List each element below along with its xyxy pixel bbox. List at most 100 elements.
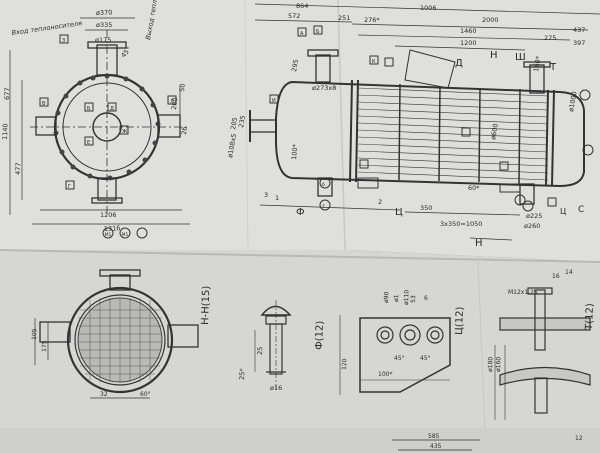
label-s: С (578, 205, 584, 215)
label-z: З (62, 38, 65, 44)
dim-bottom-2: 1316 (104, 224, 121, 233)
shell-flange-left-2 (355, 79, 359, 183)
detail-ts-text: Ц(12) ø90 ø1 ø110 53 6 45° 45° 100* 120 (341, 290, 466, 378)
end-view-left-pipe (35, 116, 57, 136)
section-hh-tube-pattern (78, 298, 162, 382)
side-view-text: 864 1006 572 251 276* 2000 1460 1200 275… (226, 2, 585, 249)
detail-t-dim-5: 14 (565, 269, 573, 276)
detail-ts-dim-8: 100* (378, 371, 392, 378)
detail-ts-dim-5: 6 (424, 295, 428, 302)
dim-1006: 1006 (420, 4, 437, 12)
detail-ts (339, 315, 451, 395)
detail-t-title: Т(12) (584, 303, 596, 331)
leader-3: 3 (264, 191, 268, 199)
detail-ts-dim-7: 45° (420, 355, 431, 362)
dim-864: 864 (296, 2, 308, 10)
end-view-bottom-flange (91, 197, 123, 204)
dim-572: 572 (288, 12, 300, 20)
detail-ts-plate (359, 317, 451, 393)
dim-205: 205 (229, 117, 239, 131)
leader-7: 7 (322, 204, 325, 210)
dim-2000: 2000 (482, 16, 499, 24)
footer-dim-1: 585 (428, 433, 440, 440)
detail-t-dim-4: 16 (552, 273, 560, 280)
label-k: К (372, 59, 376, 65)
detail-t-dim-3: ø180 (487, 357, 495, 373)
dim-275: 275 (544, 34, 556, 42)
label-g: Г (68, 184, 71, 190)
detail-t-text: Т(12) M12х1,25 ø160 ø180 16 14 12 (487, 269, 596, 442)
paper-fold-horizontal (0, 249, 600, 263)
section-hh-text: Н-Н(15) 105 175 32 60° (31, 285, 212, 398)
detail-ts-dim-6: 45° (394, 355, 405, 362)
dim-right-3: 26 (180, 126, 189, 135)
label-m1-2: М1 (122, 232, 129, 238)
leader-6: 6 (322, 182, 325, 188)
dim-d260: ø260 (524, 222, 540, 230)
dim-bottom-1: 1206 (100, 211, 117, 219)
label-zh: Ж (122, 129, 128, 135)
leader-2: 2 (378, 198, 382, 206)
label-l: Л (170, 99, 174, 105)
dim-left-3: 477 (14, 162, 22, 175)
dia-1000: ø1000 (567, 91, 578, 113)
detail-f-dim-2: ø16 (270, 384, 282, 392)
dim-397: 397 (573, 39, 585, 47)
dim-276: 276* (364, 16, 380, 24)
section-hh-dim-4: 60° (140, 391, 151, 398)
dim-3x350: 3х350=1050 (440, 220, 482, 228)
shell-flange-left (349, 79, 353, 183)
label-n: Н (490, 50, 498, 61)
label-m1: М1 (105, 232, 112, 238)
detail-f-dim-3: 25 (256, 347, 264, 356)
dim-1460: 1460 (460, 27, 477, 35)
section-hh (34, 269, 199, 399)
end-view-right-pipe (157, 114, 181, 138)
tube-bundle (357, 87, 549, 181)
dim-left-2: 1140 (1, 123, 10, 140)
paper-fold-vertical-3 (477, 261, 487, 453)
leader-1: 1 (275, 194, 279, 202)
side-view (249, 3, 600, 241)
leader-n: Н (475, 238, 483, 249)
dim-right-2: 200 (170, 97, 179, 110)
label-e: Е (87, 140, 90, 146)
label-v: В (42, 101, 46, 107)
dim-left-1: 677 (3, 87, 11, 100)
dim-295: 295 (290, 59, 300, 73)
dia-273: ø273х8 (312, 84, 336, 92)
paper-sheet-upper (0, 0, 600, 262)
paper-fold-vertical-2 (244, 0, 249, 251)
dim-160: 160* (532, 55, 543, 73)
detail-f-title: Ф(12) (314, 321, 326, 351)
detail-f-dim-1: 25* (238, 368, 246, 381)
dim-top-2: ø335 (96, 21, 112, 29)
shell-flange-right-2 (551, 89, 555, 187)
dim-350: 350 (420, 204, 432, 212)
detail-f (254, 300, 292, 390)
end-view (9, 17, 190, 239)
leader-ts-2: Ц (560, 207, 566, 216)
label-d-side: Д (455, 58, 463, 69)
detail-f-bolt-head (260, 305, 292, 316)
dim-235: 235 (237, 115, 247, 129)
dim-437: 437 (573, 26, 585, 34)
label-b: Б (87, 106, 91, 112)
label-b-side: Б (316, 29, 320, 35)
leader-f: Ф (296, 207, 305, 218)
detail-ts-title: Ц(12) (454, 306, 466, 335)
section-hh-dim-2: 175 (41, 340, 48, 352)
footer-dims (392, 439, 480, 451)
label-t: Т (549, 62, 557, 73)
detail-ts-dim-9: 120 (341, 358, 348, 370)
shell-body (275, 80, 585, 188)
dim-251: 251 (338, 14, 350, 22)
detail-f-text: Ф(12) 25* ø16 25 (238, 321, 326, 392)
end-view-bottom-nozzle (97, 177, 117, 201)
end-view-top-nozzle (96, 44, 118, 76)
dim-right-1: 50 (178, 83, 187, 92)
detail-ts-dim-3: ø110 (403, 290, 411, 306)
dim-top-3: ø175 (95, 36, 111, 44)
label-d: Д (110, 106, 114, 112)
